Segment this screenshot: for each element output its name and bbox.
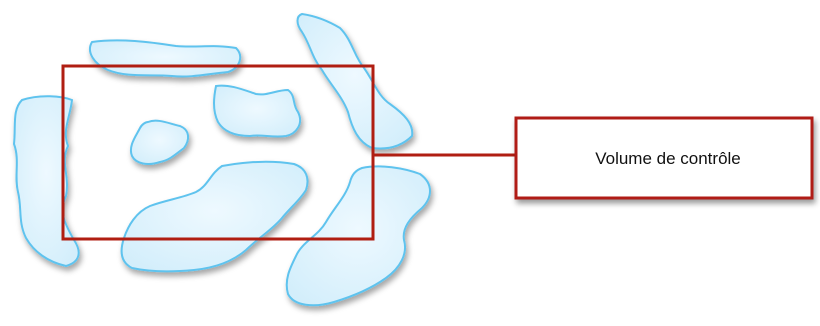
region-left xyxy=(12,95,80,268)
callout-rect xyxy=(514,116,814,200)
callout-box xyxy=(514,116,814,200)
region-top-right xyxy=(296,12,414,150)
region-bottom xyxy=(120,160,309,273)
control-volume-rect xyxy=(61,64,375,241)
fluid-regions xyxy=(12,12,431,307)
region-mid xyxy=(213,84,302,138)
region-top xyxy=(89,39,242,78)
region-bottom-right xyxy=(285,165,431,307)
callout-label: Volume de contrôle xyxy=(595,149,741,168)
region-small xyxy=(130,119,190,165)
